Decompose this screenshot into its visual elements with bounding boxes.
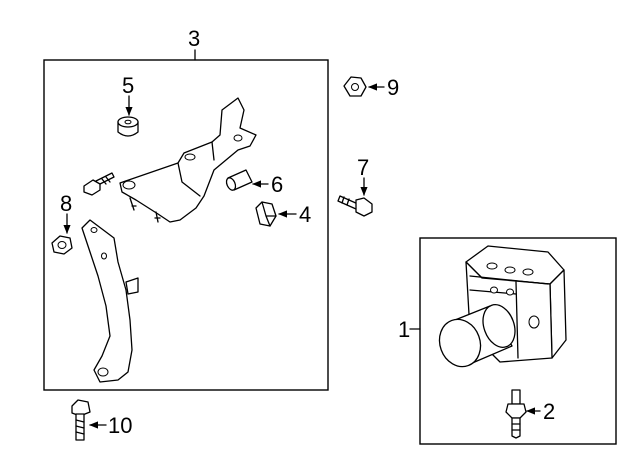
callout-10[interactable]: 10 bbox=[108, 413, 132, 438]
bolt-part-7[interactable] bbox=[337, 195, 373, 217]
lower-bracket[interactable] bbox=[81, 219, 139, 383]
bracket-bolt[interactable] bbox=[83, 172, 115, 196]
callout-2[interactable]: 2 bbox=[543, 399, 555, 424]
callout-4[interactable]: 4 bbox=[299, 202, 311, 227]
bracket-group-frame bbox=[43, 59, 329, 391]
bushing-part-4[interactable] bbox=[255, 201, 277, 227]
nut-part-8[interactable] bbox=[51, 235, 73, 255]
callout-7[interactable]: 7 bbox=[357, 155, 369, 180]
callout-5[interactable]: 5 bbox=[122, 73, 134, 98]
callout-9[interactable]: 9 bbox=[387, 75, 399, 100]
callout-3[interactable]: 3 bbox=[188, 26, 200, 51]
callout-6[interactable]: 6 bbox=[271, 172, 283, 197]
abs-hydraulic-unit[interactable] bbox=[433, 245, 567, 372]
callout-1[interactable]: 1 bbox=[398, 317, 410, 342]
upper-bracket[interactable] bbox=[119, 97, 257, 223]
abs-module-frame bbox=[419, 237, 617, 445]
bolt-part-10[interactable] bbox=[71, 399, 91, 441]
grommet-part-5[interactable] bbox=[117, 116, 139, 137]
bleeder-part-2[interactable] bbox=[505, 389, 527, 439]
nut-part-9[interactable] bbox=[343, 76, 367, 97]
callout-8[interactable]: 8 bbox=[60, 191, 72, 216]
sleeve-part-6[interactable] bbox=[225, 169, 253, 192]
